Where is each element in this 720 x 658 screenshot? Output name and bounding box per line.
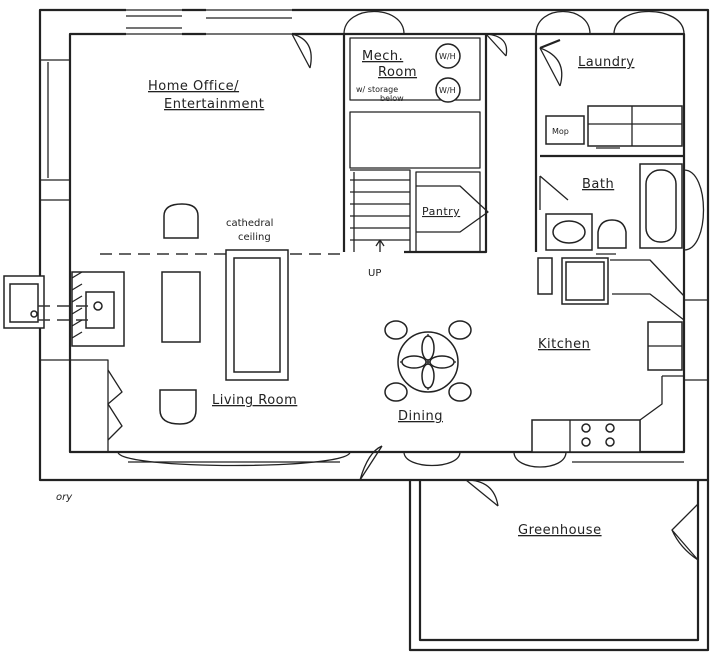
dining-table xyxy=(384,320,472,402)
office-label-1: Home Office/ xyxy=(148,79,239,94)
kitchen xyxy=(531,257,685,453)
left-closet xyxy=(70,359,123,452)
bath-label: Bath xyxy=(582,177,614,192)
bottom-openings xyxy=(117,445,684,507)
mech-label-3: w/ storage xyxy=(356,85,398,94)
living-label: Living Room xyxy=(212,393,297,408)
greenhouse xyxy=(408,480,710,652)
top-windows xyxy=(126,8,685,36)
entry-door-swing xyxy=(291,33,312,69)
right-windows xyxy=(683,169,708,381)
mech-core xyxy=(342,34,489,254)
up-label: UP xyxy=(368,268,381,279)
living-furniture xyxy=(159,203,289,425)
kitchen-label: Kitchen xyxy=(538,337,590,352)
mech-label-1: Mech. xyxy=(362,49,403,64)
signature: ory xyxy=(56,492,73,503)
mech-label-2: Room xyxy=(378,65,417,80)
mech-label-4: below xyxy=(380,94,404,103)
ceiling-label-1: cathedral xyxy=(226,218,273,229)
greenhouse-label: Greenhouse xyxy=(518,523,602,538)
mech-door-swing xyxy=(485,33,508,57)
service-wing xyxy=(534,34,684,255)
water-heater-2: W/H xyxy=(439,86,456,95)
mop-label: Mop xyxy=(552,127,569,136)
laundry-door-swing xyxy=(539,47,563,87)
water-heater-1: W/H xyxy=(439,52,456,61)
laundry-label: Laundry xyxy=(578,55,634,70)
ceiling-label-2: ceiling xyxy=(238,232,271,243)
left-windows xyxy=(40,59,70,361)
office-label-2: Entertainment xyxy=(164,97,264,112)
dining-label: Dining xyxy=(398,409,443,424)
fireplace xyxy=(3,271,125,347)
pantry-label: Pantry xyxy=(422,205,460,218)
